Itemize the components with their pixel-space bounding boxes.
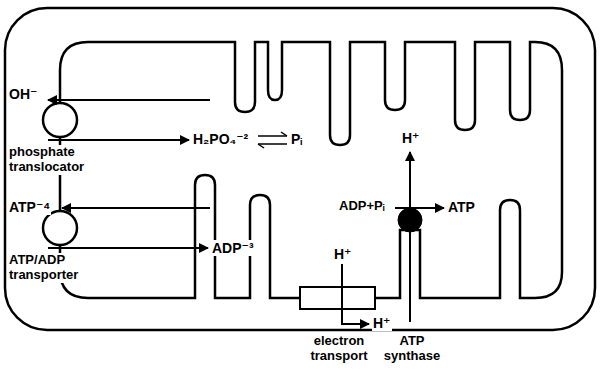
transporter-label: ATP/ADP transporter xyxy=(8,253,110,283)
ion-label: H⁺ xyxy=(333,246,353,262)
synthesis-arrow xyxy=(395,207,444,209)
ion-label: ADP⁻³ xyxy=(211,240,255,256)
ion-label: Pᵢ xyxy=(290,131,303,147)
phosphate-translocator-symbol xyxy=(43,103,77,137)
equilibrium-arrow xyxy=(258,143,287,145)
ion-label: H⁺ xyxy=(401,130,421,146)
equilibrium-arrow xyxy=(258,144,264,148)
atp-synthase-head xyxy=(398,208,422,232)
outer-membrane xyxy=(5,8,595,330)
reaction-label: ATP xyxy=(447,199,476,215)
transporter-label: phosphate translocator xyxy=(8,145,110,175)
oh-arrow xyxy=(48,99,210,101)
phosphate-arrow xyxy=(48,139,189,141)
atp-adp-transporter-symbol xyxy=(43,211,77,245)
ion-label: H⁺ xyxy=(372,315,392,331)
ion-label: OH⁻ xyxy=(8,86,38,102)
equilibrium-arrow xyxy=(281,132,287,136)
component-label: ATP synthase xyxy=(378,334,446,364)
ion-label: H₂PO₄⁻² xyxy=(192,131,249,147)
proton-return-arrow xyxy=(409,152,411,322)
electron-transport-box xyxy=(300,287,375,309)
proton-pump-arrow xyxy=(342,264,369,324)
atp-arrow xyxy=(62,207,210,209)
ion-label: ATP⁻⁴ xyxy=(8,199,51,215)
inner-membrane xyxy=(60,42,562,298)
equilibrium-arrow xyxy=(258,135,287,137)
reaction-label: ADP+Pᵢ xyxy=(338,199,386,214)
component-label: electron transport xyxy=(293,334,385,364)
adp-arrow xyxy=(48,247,208,249)
